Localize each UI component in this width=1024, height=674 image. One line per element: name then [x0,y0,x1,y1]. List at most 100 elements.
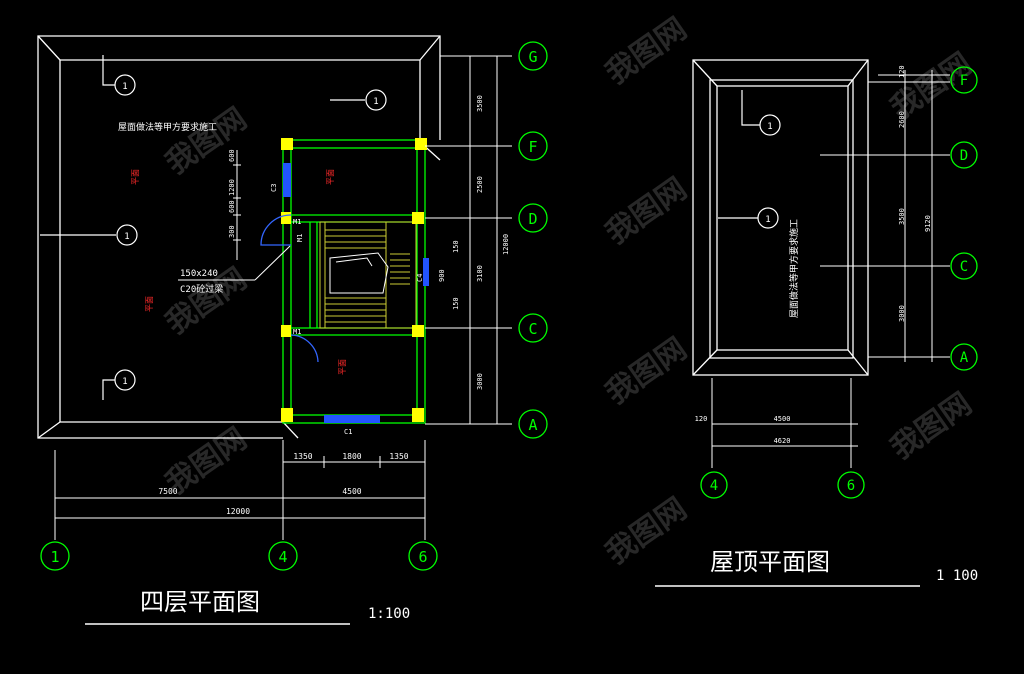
axis-label: F [528,138,537,156]
dim-label: 600 [228,200,236,213]
roof-bottom-dim-labels: 120 4500 4620 [695,415,791,445]
marker-label: 1 [373,97,378,107]
left-vertical-dim-labels: 600 1200 600 300 [228,149,236,238]
axis-label: D [960,148,968,164]
roof-right-dims [820,70,950,362]
roof-drain-markers [718,90,781,229]
axis-label: A [960,350,969,366]
axis-label: C [960,259,968,275]
dim-label: 120 [898,65,906,78]
dim-label: 3000 [476,373,484,390]
room-label: 平面 [145,296,154,312]
watermarks: 我图网 我图网 我图网 我图网 我图网 我图网 我图网 我图网 我图网 [160,11,979,571]
dim-label: 600 [228,149,236,162]
roof-plan-title: 屋顶平面图 [710,548,830,576]
roof-right-axis-bubbles [950,66,978,371]
room-label: 平面 [326,169,335,185]
axis-label: G [528,48,537,66]
lintel-spec: 150x240 [180,269,218,279]
axis-label: 6 [418,548,427,566]
axis-label: F [960,73,968,89]
watermark-text: 我图网 [600,331,694,411]
watermark-text: 我图网 [600,11,694,91]
axis-label: D [528,210,537,228]
dim-label: 1200 [228,179,236,196]
roof-right-dim-labels: 120 2600 3500 3000 9120 [898,65,932,322]
right-axis-labels: G F D C A [528,48,537,434]
marker-label: 1 [124,232,129,242]
drain-markers [40,55,387,400]
watermark-text: 我图网 [160,101,254,181]
axis-label: 4 [278,548,287,566]
marker-label: 1 [122,377,127,387]
marker-label: 1 [765,215,770,225]
roof-plan-note: 屋面做法等甲方要求施工 [788,219,800,318]
dim-label: 2500 [476,176,484,193]
stair-dim: 150 [452,297,460,310]
dim-label: 300 [228,225,236,238]
bottom-axis-bubbles [40,541,438,571]
left-vertical-dims [233,150,241,260]
axis-label: 4 [710,478,718,494]
dim-label: 2600 [898,111,906,128]
dim-label: 3100 [476,265,484,282]
dim-label: 4620 [774,437,791,445]
axis-label: A [528,416,537,434]
window-label-c3: C3 [270,184,278,192]
roof-right-axis-labels: F D C A [960,73,969,366]
door-label: M1 [293,218,301,226]
roof-note: 屋面做法等甲方要求施工 [118,121,217,133]
axis-label: 1 [50,548,59,566]
room-label: 平面 [338,359,347,375]
roof-bottom-dims [711,378,858,468]
roof-plan: 1 1 屋面做法等甲方要求施工 120 2600 3500 3000 9120 [655,59,978,587]
dim-label: 3500 [898,208,906,225]
stair-dim: 150 [452,240,460,253]
opening-labels: C3 C1 C4 M1 M1 M1 150 900 150 [270,184,460,436]
door-label: M1 [293,328,301,336]
window-label-c1: C1 [344,428,352,436]
roof-drain-marker-labels: 1 1 [765,122,772,225]
floor-plan-scale: 1:100 [368,606,410,622]
right-axis-bubbles [518,41,548,439]
roof-plan-scale: 1 100 [936,568,978,584]
dim-label: 12000 [226,507,250,516]
roof-outline [692,59,869,376]
doors [260,214,319,363]
right-dim-labels: 3500 2500 3100 3000 12000 [476,95,510,390]
stair [319,221,417,329]
drain-marker-labels: 1 1 1 1 [122,82,378,387]
right-dims [425,55,512,425]
watermark-text: 我图网 [885,386,979,466]
dim-label: 3000 [898,305,906,322]
roof-bottom-axis-labels: 4 6 [710,478,855,494]
marker-label: 1 [767,122,772,132]
stair-dim: 900 [438,269,446,282]
stair-core-walls [282,139,426,424]
lintel-material: C20砼过梁 [180,283,223,295]
windows [283,163,429,423]
dim-label: 1350 [389,452,408,461]
fourth-floor-plan: 1 1 1 1 屋面做法等甲方要求施工 平面 平面 平面 平面 [37,35,548,625]
floor-plan-title: 四层平面图 [140,588,260,616]
dim-label: 3500 [476,95,484,112]
dim-label: 4500 [774,415,791,423]
dim-label: 1800 [342,452,361,461]
door-label: M1 [296,234,304,242]
dim-label: 9120 [924,215,932,232]
marker-label: 1 [122,82,127,92]
room-labels: 平面 平面 平面 平面 [131,169,347,375]
dim-label: 4500 [342,487,361,496]
roof-bottom-axis-bubbles [700,471,865,499]
lintel-annotation: 150x240 C20砼过梁 [178,245,291,295]
axis-label: C [528,320,537,338]
axis-label: 6 [847,478,855,494]
bottom-axis-labels: 1 4 6 [50,548,427,566]
dim-label: 1350 [293,452,312,461]
watermark-text: 我图网 [600,491,694,571]
dim-label: 120 [695,415,708,423]
bottom-dims [54,440,426,540]
bottom-dim-labels: 1350 1800 1350 7500 4500 12000 [158,452,408,516]
dim-label: 12000 [502,234,510,255]
